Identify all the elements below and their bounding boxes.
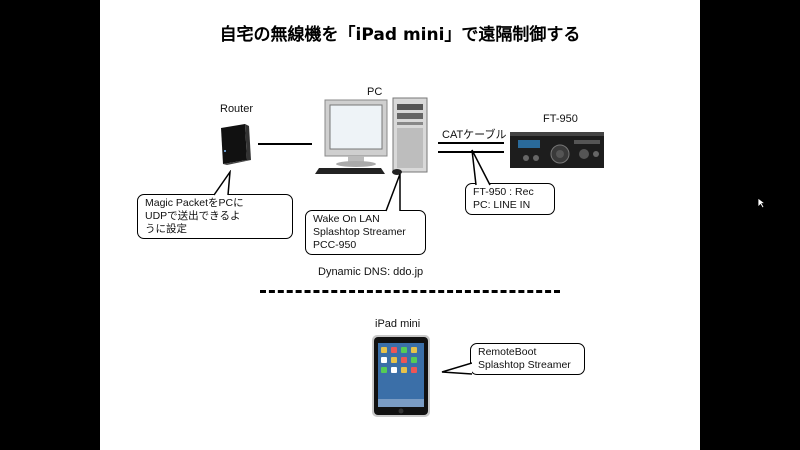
pc-callout-line-1: Wake On LAN (313, 213, 380, 225)
router-callout: Magic PacketをPCに UDPで送出できるよ うに設定 (137, 194, 293, 239)
cable-label: CATケーブル (442, 129, 507, 141)
router-pc-connection (258, 143, 312, 145)
cat-cable-line-2 (438, 151, 504, 153)
router-callout-line-1: Magic PacketをPCに (145, 197, 244, 209)
radio-callout-line-2: PC: LINE IN (473, 199, 531, 211)
slide-title: 自宅の無線機を「iPad mini」で遠隔制御する (219, 25, 581, 45)
ipad-callout-line-1: RemoteBoot (478, 346, 537, 358)
ipad-label: iPad mini (375, 318, 421, 330)
separator-dashed-line (260, 290, 560, 293)
router-callout-line-2: UDPで送出できるよ (145, 210, 241, 222)
pc-callout-line-2: Splashtop Streamer (313, 226, 406, 238)
ipad-icon (372, 335, 430, 417)
transceiver-icon (510, 132, 604, 168)
pc-callout: Wake On LAN Splashtop Streamer PCC-950 (305, 210, 426, 255)
router-callout-tail (213, 170, 231, 196)
pc-icon (315, 97, 428, 175)
radio-callout-line-1: FT-950 : Rec (473, 186, 534, 198)
router-callout-line-3: うに設定 (145, 223, 187, 235)
pc-callout-line-3: PCC-950 (313, 239, 357, 251)
cat-cable-line (438, 142, 504, 144)
slide: 自宅の無線機を「iPad mini」で遠隔制御する Router PC CATケ… (100, 0, 700, 450)
radio-callout-tail (471, 149, 491, 186)
router-icon (221, 124, 251, 165)
radio-callout: FT-950 : Rec PC: LINE IN (465, 183, 555, 215)
pc-callout-tail (385, 173, 401, 212)
radio-label: FT-950 (543, 113, 578, 125)
pc-label: PC (367, 86, 383, 98)
mouse-cursor-icon (757, 197, 767, 209)
dns-label: Dynamic DNS: ddo.jp (318, 266, 424, 278)
ipad-callout-tail (441, 362, 472, 375)
router-label: Router (220, 103, 254, 115)
ipad-callout-line-2: Splashtop Streamer (478, 359, 571, 371)
ipad-callout: RemoteBoot Splashtop Streamer (470, 343, 585, 375)
